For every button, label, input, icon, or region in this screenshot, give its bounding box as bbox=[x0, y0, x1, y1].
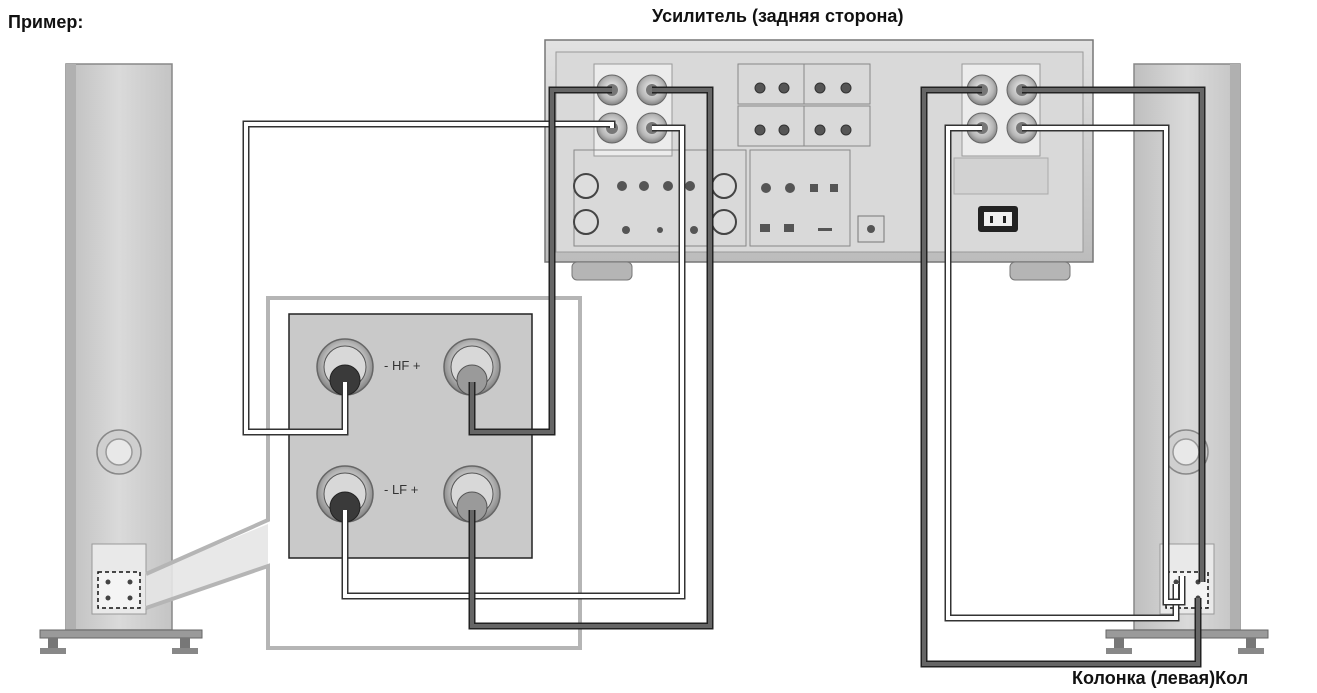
right-speaker bbox=[1105, 63, 1269, 654]
terminal-panel: - HF + - LF + bbox=[288, 313, 533, 559]
zoom-callout bbox=[145, 296, 582, 650]
left-speaker bbox=[39, 63, 203, 654]
amplifier-label: Усилитель (задняя сторона) bbox=[652, 6, 904, 26]
amp-foot-right bbox=[1009, 261, 1071, 281]
example-label: Пример: bbox=[8, 12, 84, 32]
hf-minus-terminal bbox=[316, 338, 374, 396]
lf-plus-terminal bbox=[443, 465, 501, 523]
speaker-label: Колонка (левая)Кол bbox=[1072, 668, 1249, 688]
lf-label: - LF + bbox=[384, 482, 418, 497]
hf-label: - HF + bbox=[384, 358, 420, 373]
cables bbox=[242, 86, 1206, 668]
hf-plus-terminal bbox=[443, 338, 501, 396]
amplifier bbox=[544, 39, 1094, 281]
amp-foot-left bbox=[571, 261, 633, 281]
lf-minus-terminal bbox=[316, 465, 374, 523]
